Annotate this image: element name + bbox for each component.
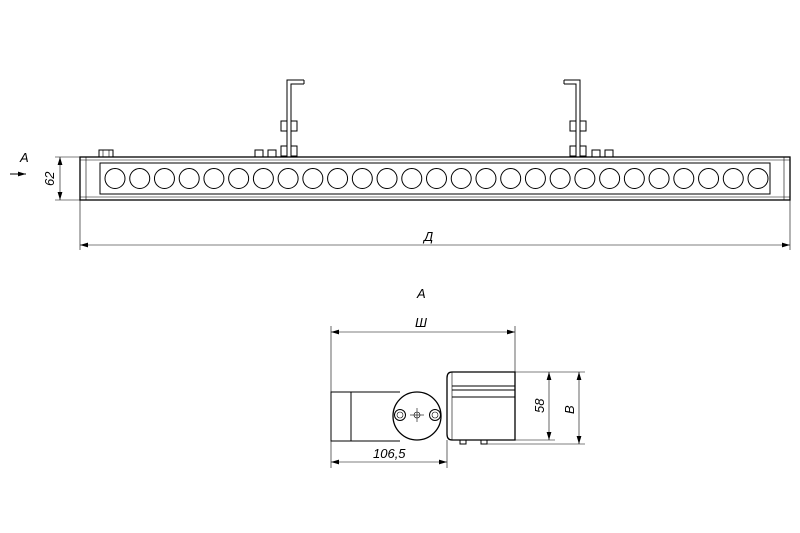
- led-optic: [698, 168, 720, 189]
- luminaire-body: [79, 156, 791, 201]
- led-optic: [747, 168, 769, 189]
- side-view-title: А: [416, 286, 426, 301]
- led-row: [104, 168, 769, 189]
- led-optic: [426, 168, 447, 189]
- led-optic: [277, 168, 299, 189]
- led-optic: [351, 168, 373, 189]
- led-optic: [450, 168, 472, 189]
- height-dimension-label: 62: [42, 171, 57, 186]
- bolt-right: [429, 409, 441, 421]
- led-optic: [500, 168, 522, 189]
- body-height-dimension-label: 58: [532, 398, 547, 413]
- led-optic: [104, 168, 126, 189]
- led-optic: [376, 168, 398, 189]
- led-optic: [302, 168, 324, 189]
- mount-bracket-left: [254, 79, 305, 158]
- led-optic: [178, 168, 200, 189]
- bolt-left: [394, 409, 406, 421]
- led-optic: [623, 168, 645, 189]
- led-optic: [401, 168, 423, 189]
- mount-bracket-right: [563, 79, 614, 158]
- luminaire-profile: [446, 371, 516, 445]
- led-optic: [252, 168, 274, 189]
- led-optic: [574, 168, 596, 189]
- led-optic: [549, 168, 571, 189]
- led-optic: [203, 168, 225, 189]
- led-optic: [524, 168, 546, 189]
- led-optic: [648, 168, 670, 189]
- view-arrow-label: А: [19, 150, 29, 165]
- end-screw: [98, 149, 114, 158]
- width-dimension-label: Ш: [415, 315, 427, 330]
- led-optic: [722, 168, 744, 189]
- total-height-dimension-label: В: [562, 405, 577, 414]
- front-view: А 62 Д: [10, 79, 791, 250]
- led-optic: [327, 168, 349, 189]
- led-optic: [153, 168, 175, 189]
- led-optic: [129, 168, 151, 189]
- bracket-plate: [330, 391, 352, 442]
- lens-strip: [99, 162, 771, 195]
- led-optic: [599, 168, 621, 189]
- led-optic: [673, 168, 695, 189]
- led-optic: [475, 168, 497, 189]
- bracket-dimension-label: 106,5: [373, 446, 406, 461]
- side-view: А Ш 106,5: [330, 286, 585, 468]
- swivel-disc: [392, 391, 442, 441]
- length-dimension-label: Д: [422, 229, 433, 244]
- led-optic: [228, 168, 250, 189]
